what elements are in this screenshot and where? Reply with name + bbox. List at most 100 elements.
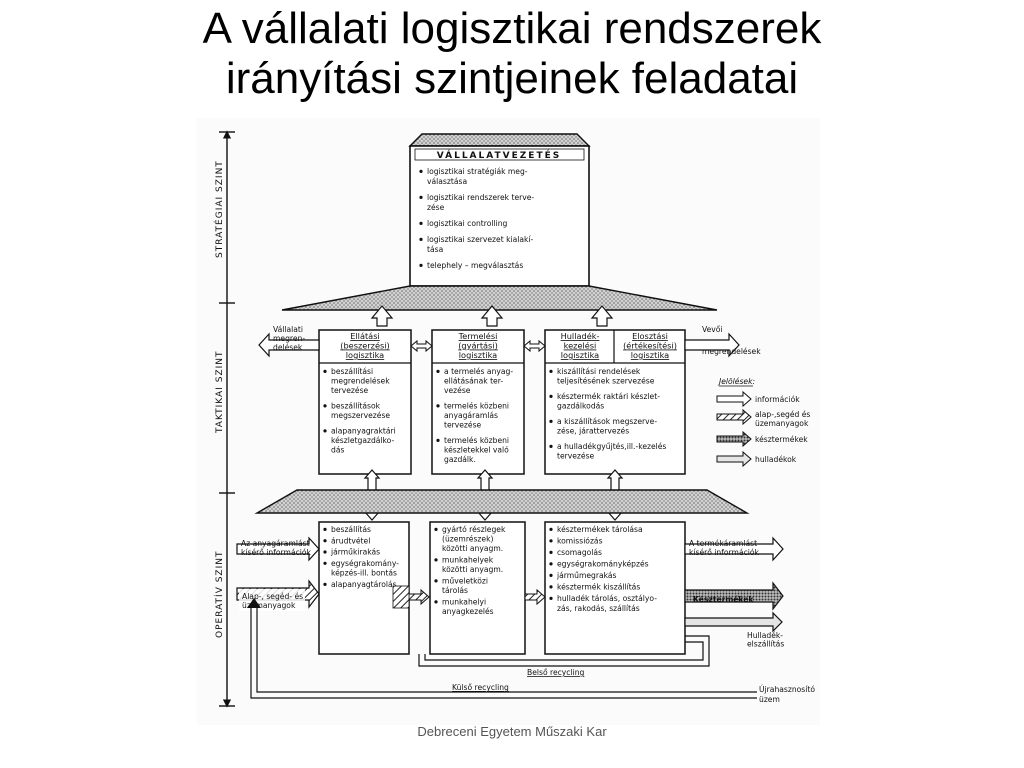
slide-title-line-2: irányítási szintjeinek feladatai [225,54,799,103]
list-item-line: tárolás [442,586,468,595]
list-item-line: gazdálkodás [557,402,604,411]
tactical-header-line: Termelési [458,331,498,341]
logistics-levels-diagram: STRATÉGIAI SZINT TAKTIKAI SZINT OPERATÍV… [197,118,820,725]
tactical-column-2 [431,329,525,475]
list-item-line: képzés-ill. bontás [331,569,397,578]
list-item-line: telephely – megválasztás [427,261,523,270]
legend-title: Jelölések: [717,377,755,386]
list-item-line: járműmegrakás [556,571,617,580]
list-item-line: tervezése [331,386,369,395]
operative-column-3 [544,521,686,655]
flow-label-line: Alap-, segéd- és [242,592,303,601]
bullet-icon [323,369,327,373]
list-item-line: zése, járattervezés [557,427,629,436]
bullet-icon [419,195,423,199]
waste-shipping-label: Hulladék-elszállítás [747,631,784,649]
list-item-line: anyagáramlás [444,411,498,420]
flow-label-line: A termékáramlást [689,539,757,548]
list-item-line: munkahelyi [442,598,486,607]
list-item-line: (üzemrészek) [442,535,493,544]
level-brackets [219,130,235,708]
bullet-icon [549,539,553,543]
list-item-line: tervezése [557,452,595,461]
tactical-header-line: logisztika [459,350,497,360]
bullet-icon [323,539,327,543]
list-item-line: logisztikai rendszerek terve- [427,193,534,202]
tactical-header-line: Ellátási [350,331,380,341]
list-item-line: közötti anyagm. [442,544,503,553]
list-item-line: műveletközi [442,577,488,586]
list-item-line: logisztikai stratégiák meg- [427,167,528,176]
bullet-icon [323,404,327,408]
list-item-line: termelés közbeni [444,402,509,411]
list-item-line: készletgazdálko- [331,436,394,445]
footer-text: Debreceni Egyetem Műszaki Kar [417,724,607,739]
bullet-icon [434,558,438,562]
flow-label-line: kísérő információk [689,548,760,557]
raw-material-storage-hatch [392,585,410,609]
list-item-line: gazdálk. [444,455,476,464]
flow-label-line: Vállalati [273,325,303,334]
list-item-line: termelés közbeni [444,436,509,445]
bullet-icon [549,419,553,423]
list-item-line: teljesítésének szervezése [557,377,655,386]
flow-label-line: elszállítás [747,640,784,649]
strategic-level-label: STRATÉGIAI SZINT [213,160,225,258]
legend-material-symbol [716,408,752,426]
list-item-line: egységrakomány- [331,559,399,568]
flow-label-line: kísérő információk [241,548,312,557]
tactical-header-line: (beszerzési) [340,341,389,351]
legend-material-label-2: üzemanyagok [755,419,809,428]
tactical-header-line: (értékesítési) [623,341,677,351]
flow-label-line: delések [273,343,303,352]
bullet-icon [549,596,553,600]
flow-label-line: megren- [273,334,305,343]
slide-title-line-1: A vállalati logisztikai rendszerek [202,4,822,53]
list-item-line: csomagolás [557,548,602,557]
list-item-line: logisztikai szervezet kialakí- [427,235,534,244]
list-item-line: zás, rakodás, szállítás [557,604,640,613]
bullet-icon [323,429,327,433]
tactical-header-line: Hulladék- [561,331,600,341]
tactical-operative-roof [254,489,750,514]
bullet-icon [323,527,327,531]
operative-flow-links [408,588,546,606]
list-item-line: beszállítások [331,402,381,411]
flow-label-line: üzem [759,695,780,704]
legend-info-label: információk [755,395,800,404]
bullet-icon [419,263,423,267]
legend-waste-label: hulladékok [755,455,797,464]
list-item-line: megrendelések [331,377,390,386]
operative-column-2 [429,521,526,655]
bullet-icon [323,561,327,565]
legend-product-symbol [716,430,752,448]
external-recycling-loop [250,604,757,699]
internal-recycling-loop [418,635,710,667]
bullet-icon [436,369,440,373]
legend-material-label-1: alap-,segéd és [755,410,810,419]
list-item-line: készletekkel való [444,446,509,455]
tactical-header-line: (gyártási) [458,341,498,351]
list-item-line: zése [427,203,445,212]
list-item-line: dás [331,446,344,455]
bullet-icon [549,444,553,448]
list-item-line: hulladék tárolás, osztályo- [557,594,657,603]
tactical-headers: Ellátási(beszerzési)logisztikaTermelési(… [340,331,677,360]
customer-orders-arrow [684,332,740,358]
list-item-line: tása [427,245,443,254]
list-item-line: választása [427,177,467,186]
tactical-level-label: TAKTIKAI SZINT [215,351,225,435]
list-item-line: tervezése [444,421,482,430]
operative-level-label: OPERATÍV SZINT [213,551,225,638]
management-links [370,305,614,327]
list-item-line: komissiózás [557,537,603,546]
bullet-icon [549,585,553,589]
list-item-line: a termelés anyag- [444,367,513,376]
tactical-header-line: kezelési [564,341,597,351]
list-item-line: egységrakományképzés [557,560,649,569]
legend-product-label: késztermékek [755,435,808,444]
